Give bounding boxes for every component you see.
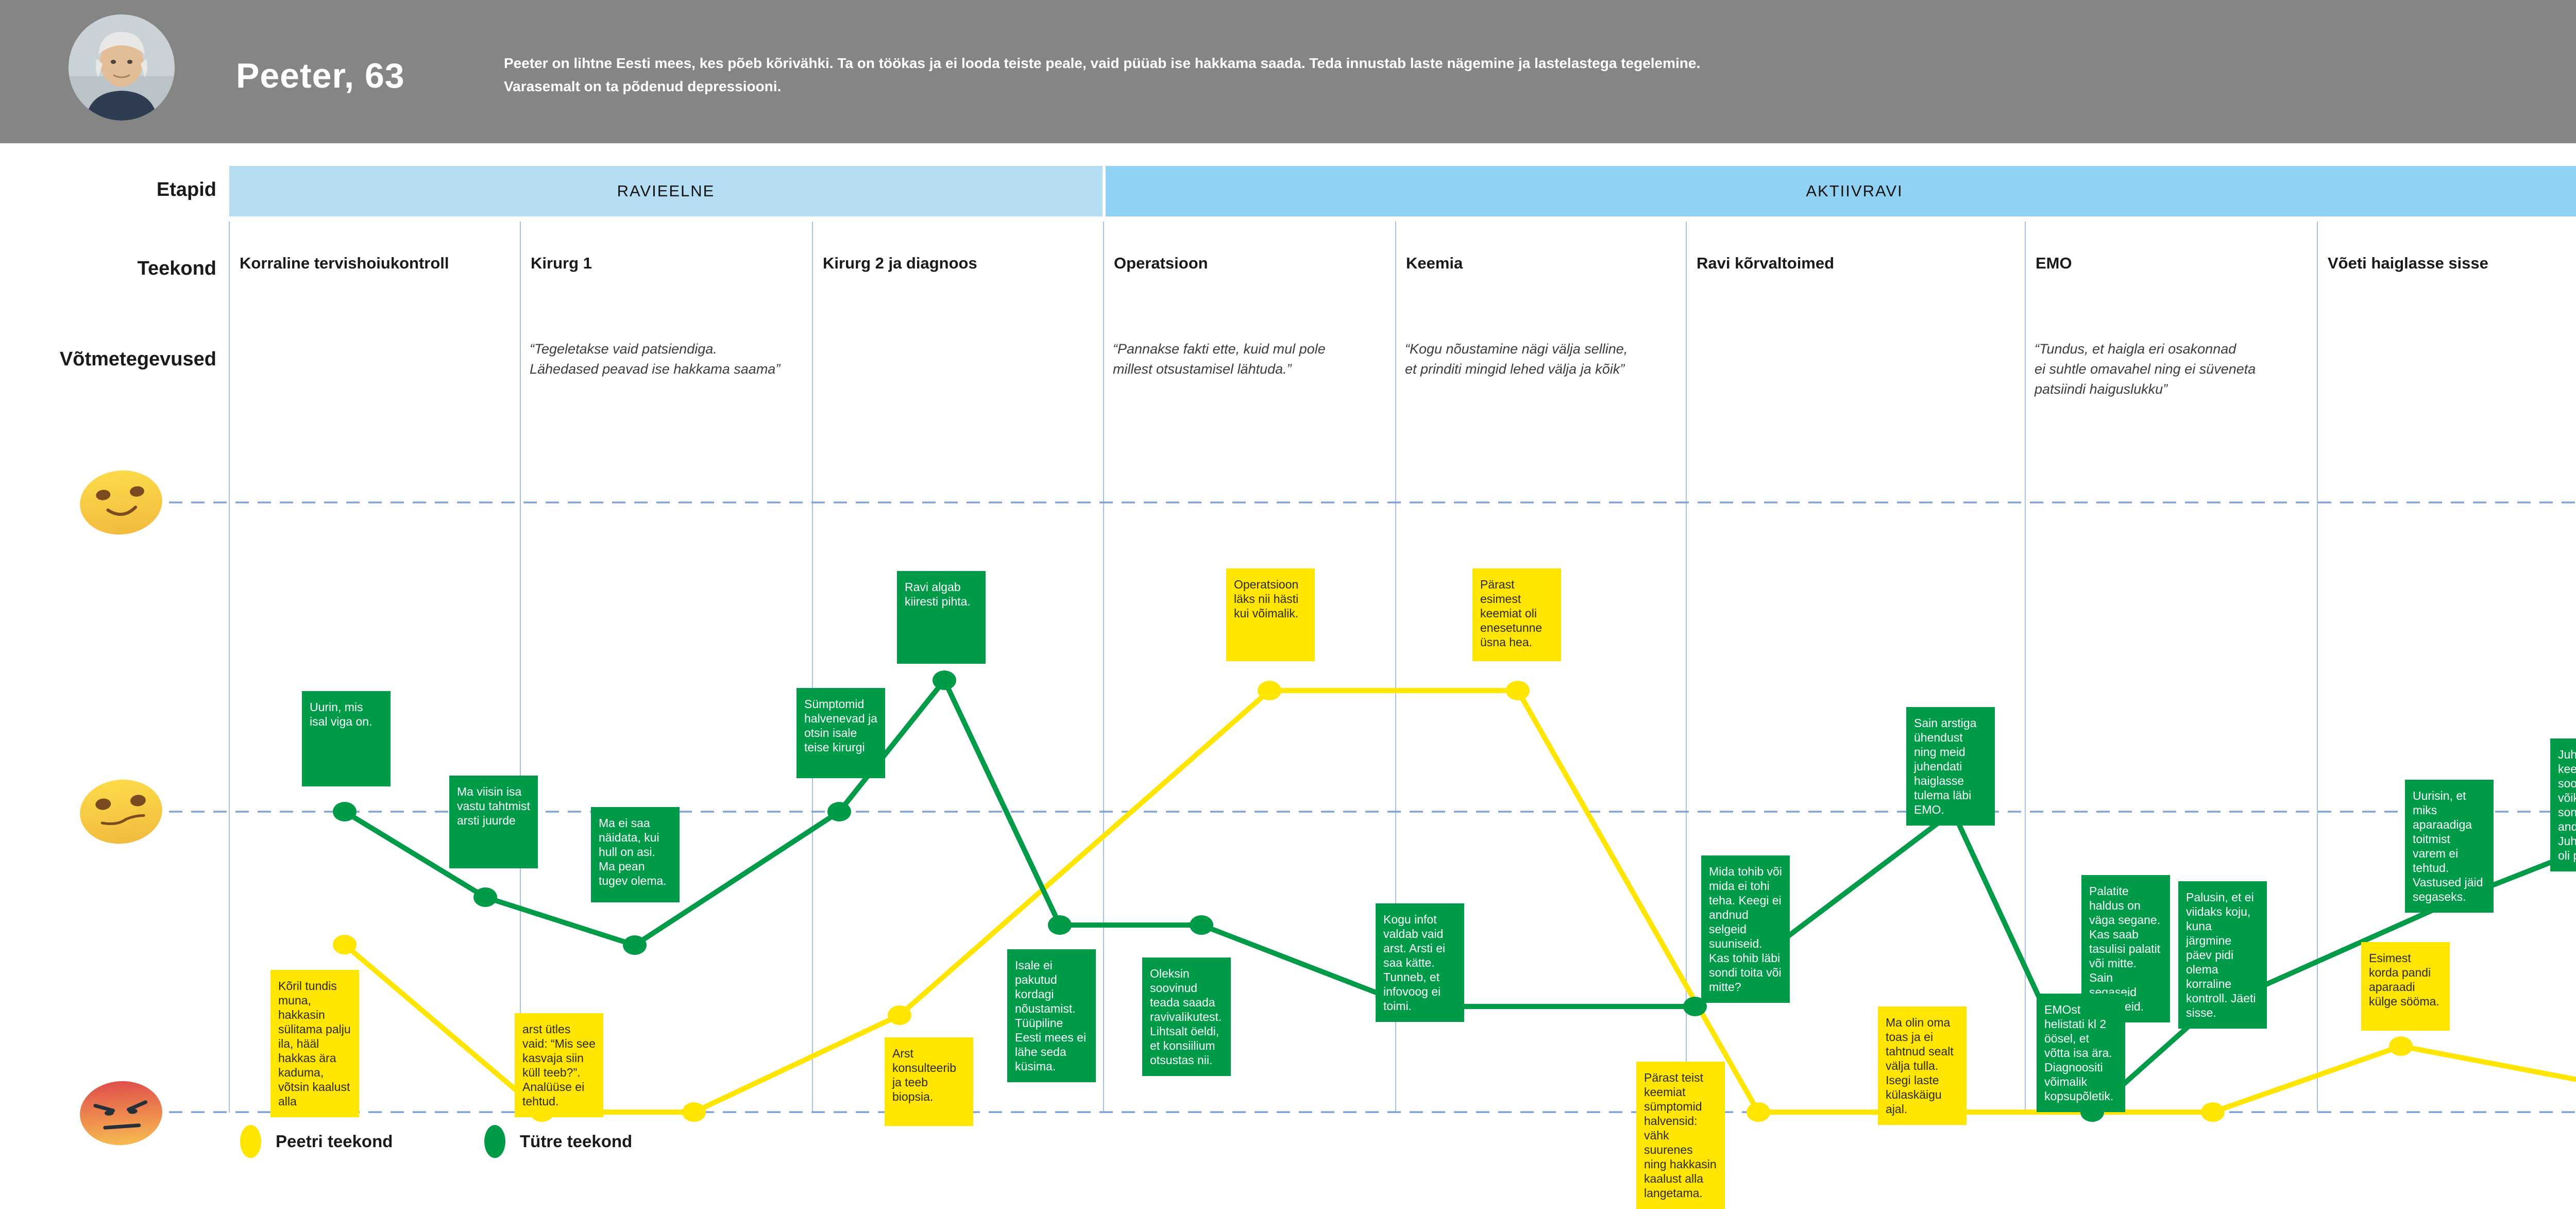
sticky-note[interactable]: Sümptomid halvenevad ja otsin isale teis… <box>796 688 885 778</box>
column-header-operatsioon: Operatsioon <box>1114 254 1208 272</box>
journey-point <box>933 670 956 690</box>
column-header-keemia: Keemia <box>1406 254 1463 272</box>
row-label-teekond: Teekond <box>137 258 216 279</box>
sticky-note[interactable]: arst ütles vaid: “Mis see kasvaja siin k… <box>515 1013 603 1117</box>
journey-point <box>2389 1036 2413 1056</box>
persona-header: Peeter, 63 Peeter on lihtne Eesti mees, … <box>0 0 2576 143</box>
sticky-note[interactable]: EMOst helistati kl 2 öösel, et võtta isa… <box>2037 994 2125 1112</box>
journey-point <box>1048 915 1072 935</box>
journey-point <box>682 1102 706 1122</box>
row-label-votmetegevused: Võtmetegevused <box>59 348 216 370</box>
journey-point <box>1506 681 1530 700</box>
sticky-note[interactable]: Ma ei saa näidata, kui hull on asi. Ma p… <box>591 807 680 902</box>
phase-label: RAVIEELNE <box>617 182 715 200</box>
journey-point <box>1258 681 1281 700</box>
journey-point <box>1683 997 1707 1016</box>
angry-emoji-icon <box>77 1077 165 1149</box>
sticky-note[interactable]: Esimest korda pandi aparaadi külge sööma… <box>2361 942 2450 1031</box>
column-header-ravi-kõrvaltoimed: Ravi kõrvaltoimed <box>1697 254 1835 272</box>
neutral-emoji-icon <box>77 776 165 848</box>
legend-item-peetri-teekond: Peetri teekond <box>240 1123 393 1160</box>
happy-emoji-icon <box>77 466 165 539</box>
journey-point <box>333 935 357 954</box>
column-quote: “Tegeletakse vaid patsiendiga. Lähedased… <box>530 341 781 377</box>
legend-item-tütre-teekond: Tütre teekond <box>484 1123 632 1160</box>
journey-point <box>2201 1102 2225 1122</box>
column-quote: “Pannakse fakti ette, kuid mul pole mill… <box>1113 341 1326 377</box>
phase-label: AKTIIVRAVI <box>1806 182 1903 200</box>
legend-label: Peetri teekond <box>276 1132 393 1151</box>
persona-avatar <box>69 14 175 121</box>
phase-bar-ravieelne: RAVIEELNE <box>229 166 1103 216</box>
column-header-emo: EMO <box>2036 254 2072 272</box>
sticky-note[interactable]: Pärast esimest keemiat oli enesetunne üs… <box>1472 568 1561 661</box>
sticky-note[interactable]: Ravi algab kiiresti pihta. <box>897 571 986 664</box>
sticky-note[interactable]: Kogu infot valdab vaid arst. Arsti ei sa… <box>1376 903 1464 1022</box>
sticky-note[interactable]: Kõril tundis muna, hakkasin sülitama pal… <box>270 970 359 1117</box>
legend-label: Tütre teekond <box>520 1132 633 1151</box>
sticky-note[interactable]: Mida tohib või mida ei tohi teha. Keegi … <box>1701 855 1790 1003</box>
sticky-note[interactable]: Uurin, mis isal viga on. <box>302 691 391 786</box>
journey-point <box>827 802 851 821</box>
sticky-note[interactable]: Palusin, et ei viidaks koju, kuna järgmi… <box>2178 881 2267 1029</box>
sticky-note[interactable]: Oleksin soovinud teada saada ravivalikut… <box>1142 958 1231 1076</box>
journey-point <box>1747 1102 1770 1122</box>
column-header-kirurg-2-ja-diagnoos: Kirurg 2 ja diagnoos <box>823 254 977 272</box>
journey-point <box>473 887 497 907</box>
sticky-note[interactable]: Sain arstiga ühendust ning meid juhendat… <box>1906 707 1995 826</box>
column-header-võeti-haiglasse-sisse: Võeti haiglasse sisse <box>2328 254 2488 272</box>
column-quote: “Kogu nõustamine nägi välja selline, et … <box>1405 341 1628 377</box>
persona-description: Peeter on lihtne Eesti mees, kes põeb kõ… <box>504 55 1701 94</box>
sticky-note[interactable]: Arst konsulteerib ja teeb biopsia. <box>885 1037 973 1126</box>
column-header-kirurg-1: Kirurg 1 <box>531 254 592 272</box>
column-quote: “Tundus, et haigla eri osakonnad ei suht… <box>2035 341 2256 397</box>
sticky-note[interactable]: Pärast teist keemiat sümptomid halvensid… <box>1636 1062 1725 1209</box>
avatar-photo-illustration <box>69 14 175 121</box>
journey-point <box>1190 915 1213 935</box>
persona-name: Peeter, 63 <box>236 56 405 95</box>
row-label-etapid: Etapid <box>156 179 216 200</box>
journey-point <box>623 935 647 955</box>
journey-point <box>888 1005 911 1025</box>
sticky-note[interactable]: Ma viisin isa vastu tahtmist arsti juurd… <box>449 776 538 868</box>
sticky-note[interactable]: Uurisin, et miks aparaadiga toitmist var… <box>2405 780 2494 913</box>
journey-point <box>333 802 357 821</box>
sticky-note[interactable]: Juhuslikult keegi soovitas, et võiks roh… <box>2550 738 2576 871</box>
sticky-note[interactable]: Isale ei pakutud kordagi nõustamist. Tüü… <box>1007 949 1096 1082</box>
sticky-note[interactable]: Ma olin oma toas ja ei tahtnud sealt väl… <box>1878 1006 1967 1125</box>
column-header-korraline-tervishoiukontroll: Korraline tervishoiukontroll <box>240 254 449 272</box>
legend-dot-icon <box>484 1125 505 1158</box>
sticky-note[interactable]: Operatsioon läks nii hästi kui võimalik. <box>1226 568 1315 661</box>
legend-dot-icon <box>240 1125 261 1158</box>
phase-bar-aktiivravi: AKTIIVRAVI <box>1106 166 2576 216</box>
